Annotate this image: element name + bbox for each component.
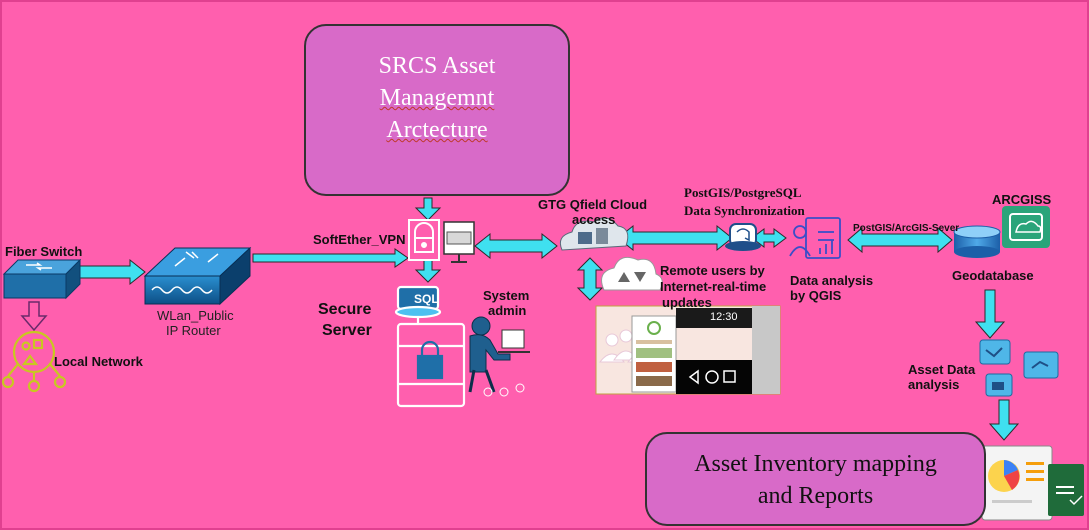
system-admin-label-1: System	[483, 288, 530, 303]
sql-server-icon	[394, 285, 466, 408]
title-line-3: Arctecture	[386, 117, 488, 143]
postgres-sync-icon	[725, 223, 761, 251]
arrow-vpn-cloud	[474, 232, 558, 260]
local-network-icon	[1, 330, 67, 393]
fiber-switch-icon	[2, 258, 82, 300]
sync-label-1: PostGIS/PostgreSQL	[684, 185, 802, 200]
sync-cloud-icon	[601, 256, 663, 291]
report-line-1: Asset Inventory mapping	[694, 451, 937, 477]
sql-label: SQL	[414, 292, 439, 306]
postgis-server-label: PostGIS/ArcGIS-Sever	[853, 223, 960, 234]
secure-server-label-1: Secure	[318, 301, 372, 318]
arrow-title-lock	[414, 197, 442, 221]
remote-users-panel	[595, 305, 781, 395]
cloud-label-2: access	[572, 212, 616, 227]
title-box: SRCS Asset Managemnt Arctecture	[304, 24, 570, 196]
router-label-2: IP Router	[166, 323, 221, 338]
data-analysis-label-2: by QGIS	[790, 288, 842, 303]
arcgis-icon	[1002, 206, 1050, 248]
arrow-analysis-geodb	[847, 226, 953, 254]
remote-users-label-2: Internet-real-time	[660, 279, 767, 294]
system-admin-icon	[468, 316, 530, 397]
asset-analysis-icons	[979, 339, 1059, 397]
phone-time: 12:30	[710, 311, 738, 323]
arcgis-label: ARCGISS	[992, 192, 1052, 207]
arrow-cloud-remote	[576, 257, 604, 301]
router-label-1: WLan_Public	[157, 308, 234, 323]
geodatabase-icon	[953, 225, 1001, 258]
data-analysis-label-1: Data analysis	[790, 273, 874, 288]
arrow-cloud-sync	[617, 224, 733, 252]
secure-server-label-2: Server	[322, 322, 372, 339]
report-box: Asset Inventory mapping and Reports	[645, 432, 986, 526]
asset-data-label-1: Asset Data	[908, 362, 976, 377]
report-document-icon	[1048, 464, 1084, 516]
arrow-sync-analysis	[751, 228, 787, 248]
geodatabase-label: Geodatabase	[952, 268, 1034, 283]
fiber-switch-label: Fiber Switch	[5, 244, 83, 259]
router-icon	[143, 246, 252, 306]
cloud-label-1: GTG Qfield Cloud	[538, 197, 648, 212]
sync-label-2: Data Synchronization	[684, 203, 805, 218]
title-line-2: Managemnt	[379, 85, 495, 111]
remote-users-label-1: Remote users by	[660, 263, 765, 278]
vpn-lock-icon	[408, 219, 440, 261]
arrow-geodb-asset	[974, 289, 1006, 339]
monitor-icon	[443, 221, 475, 263]
remote-users-label-3: updates	[662, 295, 712, 310]
arrow-lock-server	[414, 259, 442, 283]
arrow-router-vpn	[252, 248, 409, 268]
local-network-label: Local Network	[54, 354, 143, 369]
arrow-asset-report	[988, 399, 1020, 441]
title-line-1: SRCS Asset	[378, 53, 496, 79]
report-chart-icon	[981, 445, 1053, 521]
arrow-switch-network	[20, 301, 48, 332]
system-admin-label-2: admin	[488, 303, 527, 318]
asset-data-label-2: analysis	[908, 377, 960, 392]
qfield-cloud-icon	[559, 217, 629, 251]
data-analysis-icon	[789, 217, 841, 259]
vpn-label: SoftEther_VPN	[313, 232, 406, 247]
report-line-2: and Reports	[757, 483, 874, 509]
